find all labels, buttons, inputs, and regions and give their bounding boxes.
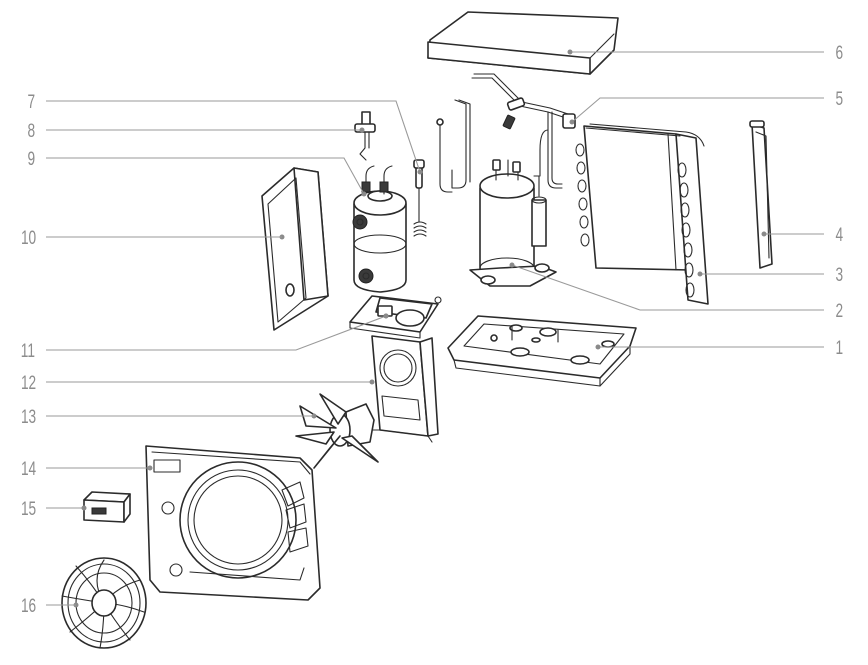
callout-13: 13 [21, 406, 36, 428]
callout-labels: 1 2 3 4 5 6 7 8 9 10 11 12 13 14 15 16 [21, 42, 843, 617]
callout-2: 2 [835, 300, 843, 322]
part-fan-motor-blade [295, 393, 379, 469]
part-controller-display [83, 491, 131, 523]
callout-4: 4 [835, 224, 843, 246]
part-side-strip [749, 120, 773, 269]
coil-return-bends [575, 143, 695, 298]
callout-10: 10 [21, 227, 36, 249]
callout-15: 15 [21, 498, 36, 520]
leader-line-2 [511, 264, 824, 311]
leader-lines [46, 49, 824, 606]
callout-3: 3 [835, 264, 843, 286]
part-side-panel [261, 167, 329, 331]
part-front-panel [145, 445, 321, 601]
callout-5: 5 [835, 88, 843, 110]
part-fan-grille [61, 557, 147, 649]
part-piping-valve [436, 73, 576, 193]
callout-9: 9 [27, 148, 35, 170]
part-top-cover [427, 11, 619, 75]
callout-6: 6 [835, 42, 843, 64]
callout-7: 7 [27, 91, 35, 113]
leader-line-9 [46, 157, 365, 195]
leader-line-7 [46, 100, 421, 173]
part-divider-panel [361, 335, 439, 443]
part-base-pan [447, 315, 637, 387]
leader-line-11 [46, 315, 387, 351]
callout-12: 12 [21, 372, 36, 394]
part-evaporator-coil [575, 123, 709, 305]
callout-16: 16 [21, 595, 36, 617]
leader-line-5 [571, 97, 824, 123]
part-water-heat-exchanger [352, 165, 407, 293]
part-compressor [469, 159, 557, 287]
callout-8: 8 [27, 120, 35, 142]
callout-11: 11 [21, 340, 35, 362]
part-electrical-box [349, 295, 442, 339]
part-expansion-valve [354, 111, 376, 161]
callout-14: 14 [21, 458, 36, 480]
callout-1: 1 [835, 337, 843, 359]
